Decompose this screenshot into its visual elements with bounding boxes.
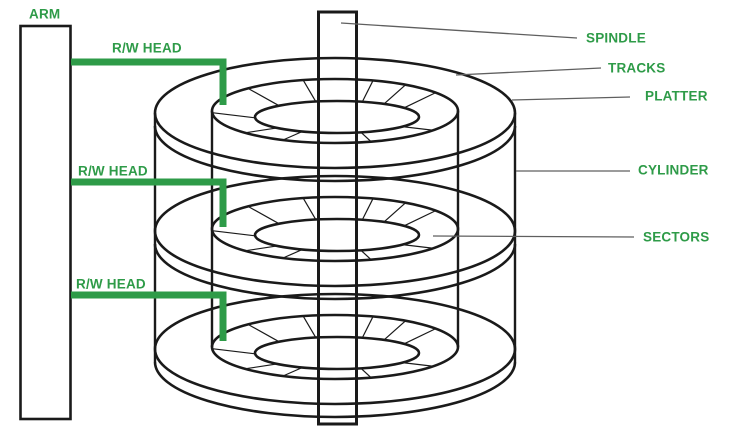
platter-label: PLATTER xyxy=(645,88,708,104)
spindle-shape xyxy=(317,10,358,426)
sector-tick xyxy=(212,230,256,237)
rw-head-arm-3 xyxy=(71,291,227,341)
platter-3 xyxy=(153,292,517,419)
sector-tick xyxy=(244,363,278,370)
sector-tick xyxy=(383,202,406,223)
sector-tick xyxy=(360,131,372,143)
sector-tick xyxy=(403,210,437,227)
track-ring-inner xyxy=(253,335,421,371)
sector-tick xyxy=(212,112,256,119)
track-ring-outer xyxy=(210,195,460,263)
sector-tick xyxy=(403,92,437,109)
sector-ticks xyxy=(212,197,437,261)
sector-tick xyxy=(361,316,374,339)
sector-tick xyxy=(282,130,303,141)
sector-tick xyxy=(302,79,317,102)
sector-tick xyxy=(383,320,406,341)
arm-label: ARM xyxy=(29,6,61,22)
leader-tracks xyxy=(455,67,602,76)
track-ring-outer xyxy=(210,313,460,381)
sector-tick xyxy=(360,249,372,261)
sector-tick xyxy=(361,198,374,221)
track-ring-outer xyxy=(210,77,460,145)
sector-ticks xyxy=(212,79,437,143)
track-ring-inner xyxy=(253,217,421,253)
sector-tick xyxy=(244,245,278,252)
sector-tick xyxy=(361,80,374,103)
leader-lines xyxy=(340,22,635,238)
sector-tick xyxy=(360,367,372,379)
sector-tick xyxy=(383,84,406,105)
sector-tick xyxy=(302,315,317,338)
sector-ticks xyxy=(212,315,437,379)
leader-spindle xyxy=(340,22,578,39)
sector-tick xyxy=(403,328,437,345)
rw-head-label-3: R/W HEAD xyxy=(76,276,146,292)
tracks-label: TRACKS xyxy=(608,60,666,76)
leader-sectors xyxy=(432,235,635,238)
sector-tick xyxy=(302,197,317,220)
platter-2 xyxy=(153,174,517,301)
platter-bottom-rim xyxy=(153,243,517,301)
arm-shape xyxy=(19,24,72,421)
platter-outer-edge xyxy=(153,56,517,170)
sectors-label: SECTORS xyxy=(643,229,710,245)
rw-head-label-2: R/W HEAD xyxy=(78,163,148,179)
sector-tick xyxy=(247,87,280,107)
sector-tick xyxy=(282,248,303,259)
sector-tick xyxy=(244,127,278,134)
rw-head-label-1: R/W HEAD xyxy=(112,40,182,56)
sector-tick xyxy=(282,366,303,377)
sector-tick xyxy=(247,323,280,343)
platter-1 xyxy=(153,56,517,183)
sector-tick xyxy=(402,126,434,131)
sector-tick xyxy=(402,362,434,367)
platter-bottom-rim xyxy=(153,361,517,419)
track-ring-inner xyxy=(253,99,421,135)
spindle-label: SPINDLE xyxy=(586,30,646,46)
cylinder-label: CYLINDER xyxy=(638,162,709,178)
rw-head-arm-2 xyxy=(71,178,227,227)
sector-tick xyxy=(247,205,280,225)
sector-tick xyxy=(212,348,256,355)
platter-outer-edge xyxy=(153,174,517,288)
platter-outer-edge xyxy=(153,292,517,406)
leader-platter xyxy=(511,96,631,101)
rw-head-arm-1 xyxy=(71,58,227,105)
sector-tick xyxy=(402,244,434,249)
platter-bottom-rim xyxy=(153,125,517,183)
